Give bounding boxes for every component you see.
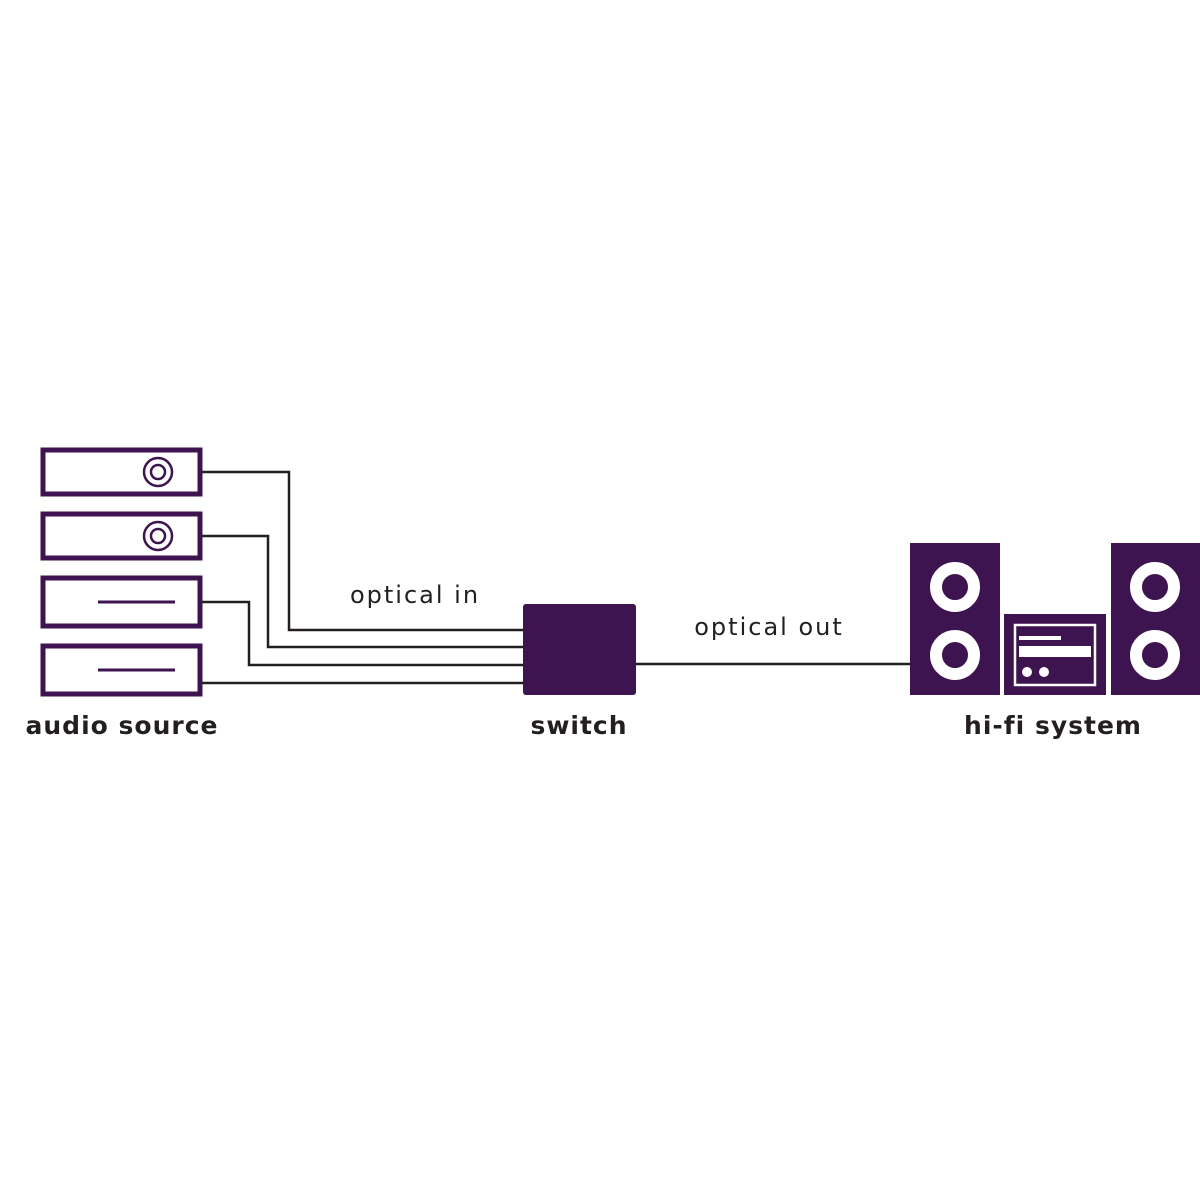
switch-box bbox=[523, 604, 636, 695]
optical-out-label: optical out bbox=[694, 613, 844, 641]
audio-source-label: audio source bbox=[26, 711, 219, 740]
amplifier-display-bar bbox=[1019, 646, 1091, 657]
speaker-driver-icon bbox=[930, 562, 980, 612]
source-unit-body bbox=[40, 511, 203, 561]
speaker-driver-icon bbox=[930, 630, 980, 680]
disc-outer-icon bbox=[142, 456, 174, 488]
optical-in-cables bbox=[202, 470, 524, 685]
amplifier-knob-icon bbox=[1039, 667, 1049, 677]
amplifier-knob-icon bbox=[1022, 667, 1032, 677]
source-unit-body bbox=[40, 447, 203, 497]
audio-source-unit-1 bbox=[40, 447, 203, 497]
audio-source-unit-2 bbox=[40, 511, 203, 561]
hifi-system bbox=[910, 543, 1200, 695]
source-unit-body bbox=[40, 575, 203, 629]
hifi-system-label: hi-fi system bbox=[964, 711, 1142, 740]
disc-outer-icon bbox=[142, 520, 174, 552]
speaker-driver-icon bbox=[1130, 562, 1180, 612]
speaker-driver-icon bbox=[1130, 630, 1180, 680]
optical-in-label: optical in bbox=[350, 581, 480, 609]
amplifier-unit bbox=[1004, 614, 1106, 695]
audio-source-unit-4 bbox=[40, 643, 203, 697]
cable-3 bbox=[202, 600, 524, 667]
amplifier-display-line bbox=[1019, 636, 1061, 640]
audio-source-stack bbox=[40, 447, 203, 697]
switch-label: switch bbox=[530, 711, 627, 740]
left-speaker bbox=[910, 543, 1000, 695]
cable-1 bbox=[202, 470, 524, 632]
disc-inner-icon bbox=[149, 527, 167, 545]
source-unit-body bbox=[40, 643, 203, 697]
disc-inner-icon bbox=[149, 463, 167, 481]
cable-2 bbox=[202, 534, 524, 649]
audio-source-unit-3 bbox=[40, 575, 203, 629]
right-speaker bbox=[1111, 543, 1200, 695]
